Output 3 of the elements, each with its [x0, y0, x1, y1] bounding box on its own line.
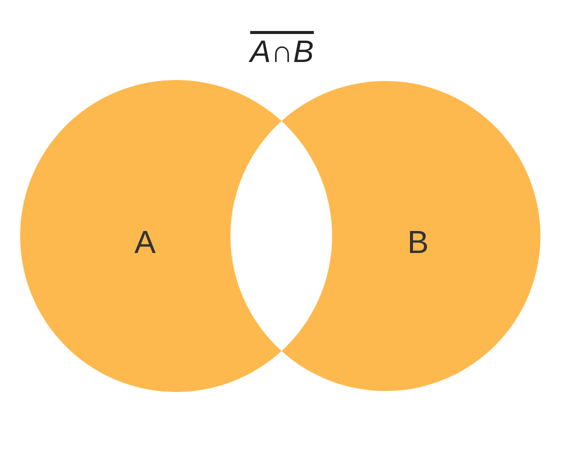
set-label: B — [407, 226, 429, 258]
title: A∩B — [250, 33, 314, 71]
set-label: A — [134, 226, 156, 258]
